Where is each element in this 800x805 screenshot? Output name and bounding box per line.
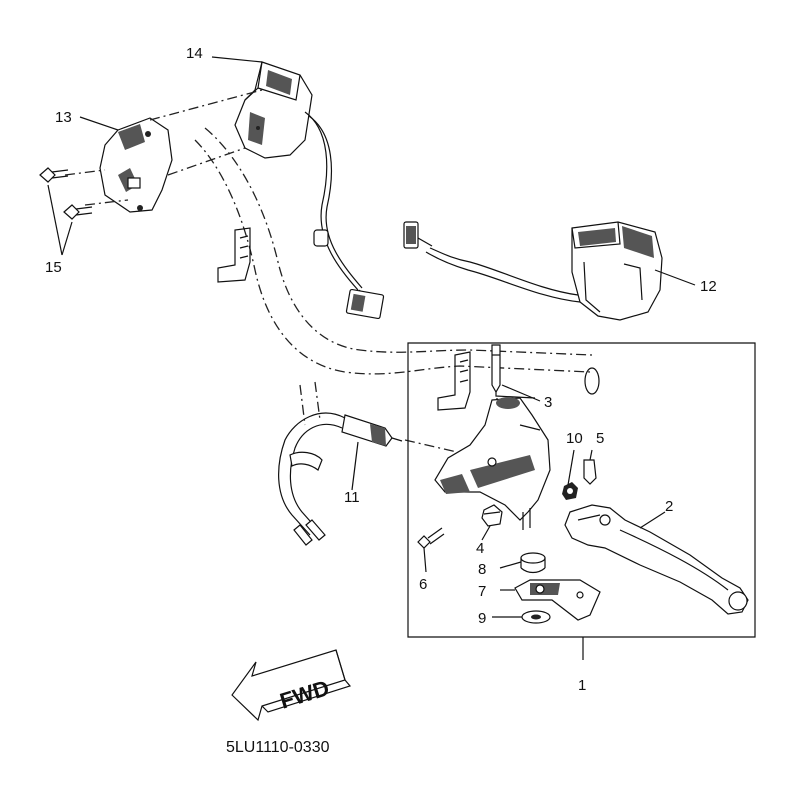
callout-12: 12: [700, 278, 717, 295]
callout-5: 5: [596, 430, 604, 447]
part-8-collar: [520, 552, 546, 574]
callout-4: 4: [476, 540, 484, 557]
part-12-switch-assembly: [403, 221, 663, 321]
callout-15: 15: [45, 259, 62, 276]
part-9-washer: [521, 610, 551, 624]
callout-leaders: [79, 56, 696, 618]
callout-1: 1: [578, 677, 586, 694]
callout-6: 6: [419, 576, 427, 593]
callout-11: 11: [344, 489, 360, 506]
forward-direction-arrow: FWD: [231, 649, 352, 722]
callout-3: 3: [544, 394, 552, 411]
part-3-bolt: [491, 344, 536, 399]
handlebar-phantom: [194, 127, 600, 426]
part-11-clutch-switch: [278, 412, 403, 546]
callout-9: 9: [478, 610, 486, 627]
part-4-nut: [481, 504, 503, 527]
lever-holder: [434, 397, 551, 530]
part-7-plate: [514, 579, 601, 621]
handlebar-clamp-right: [437, 351, 471, 411]
handlebar-clamp-left: [217, 227, 251, 283]
part-10-nut: [562, 482, 578, 500]
part-15-screws: [39, 167, 93, 256]
part-6-screw: [417, 527, 445, 549]
callout-10: 10: [566, 430, 583, 447]
callout-14: 14: [186, 45, 203, 62]
part-2-clutch-lever: [564, 504, 749, 615]
callout-13: 13: [55, 109, 72, 126]
part-13-switch-lower: [99, 117, 173, 213]
part-5-pin: [583, 459, 597, 485]
diagram-code: 5LU1110-0330: [226, 739, 330, 756]
callout-7: 7: [478, 583, 486, 600]
part-14-switch-upper: [234, 61, 385, 320]
callout-labels: 14 13 15 12 3 5 10 11 2 4 6 8 7 9 1: [45, 45, 717, 694]
callout-8: 8: [478, 561, 486, 578]
callout-2: 2: [665, 498, 673, 515]
part-1-assembly-box: [407, 342, 756, 660]
